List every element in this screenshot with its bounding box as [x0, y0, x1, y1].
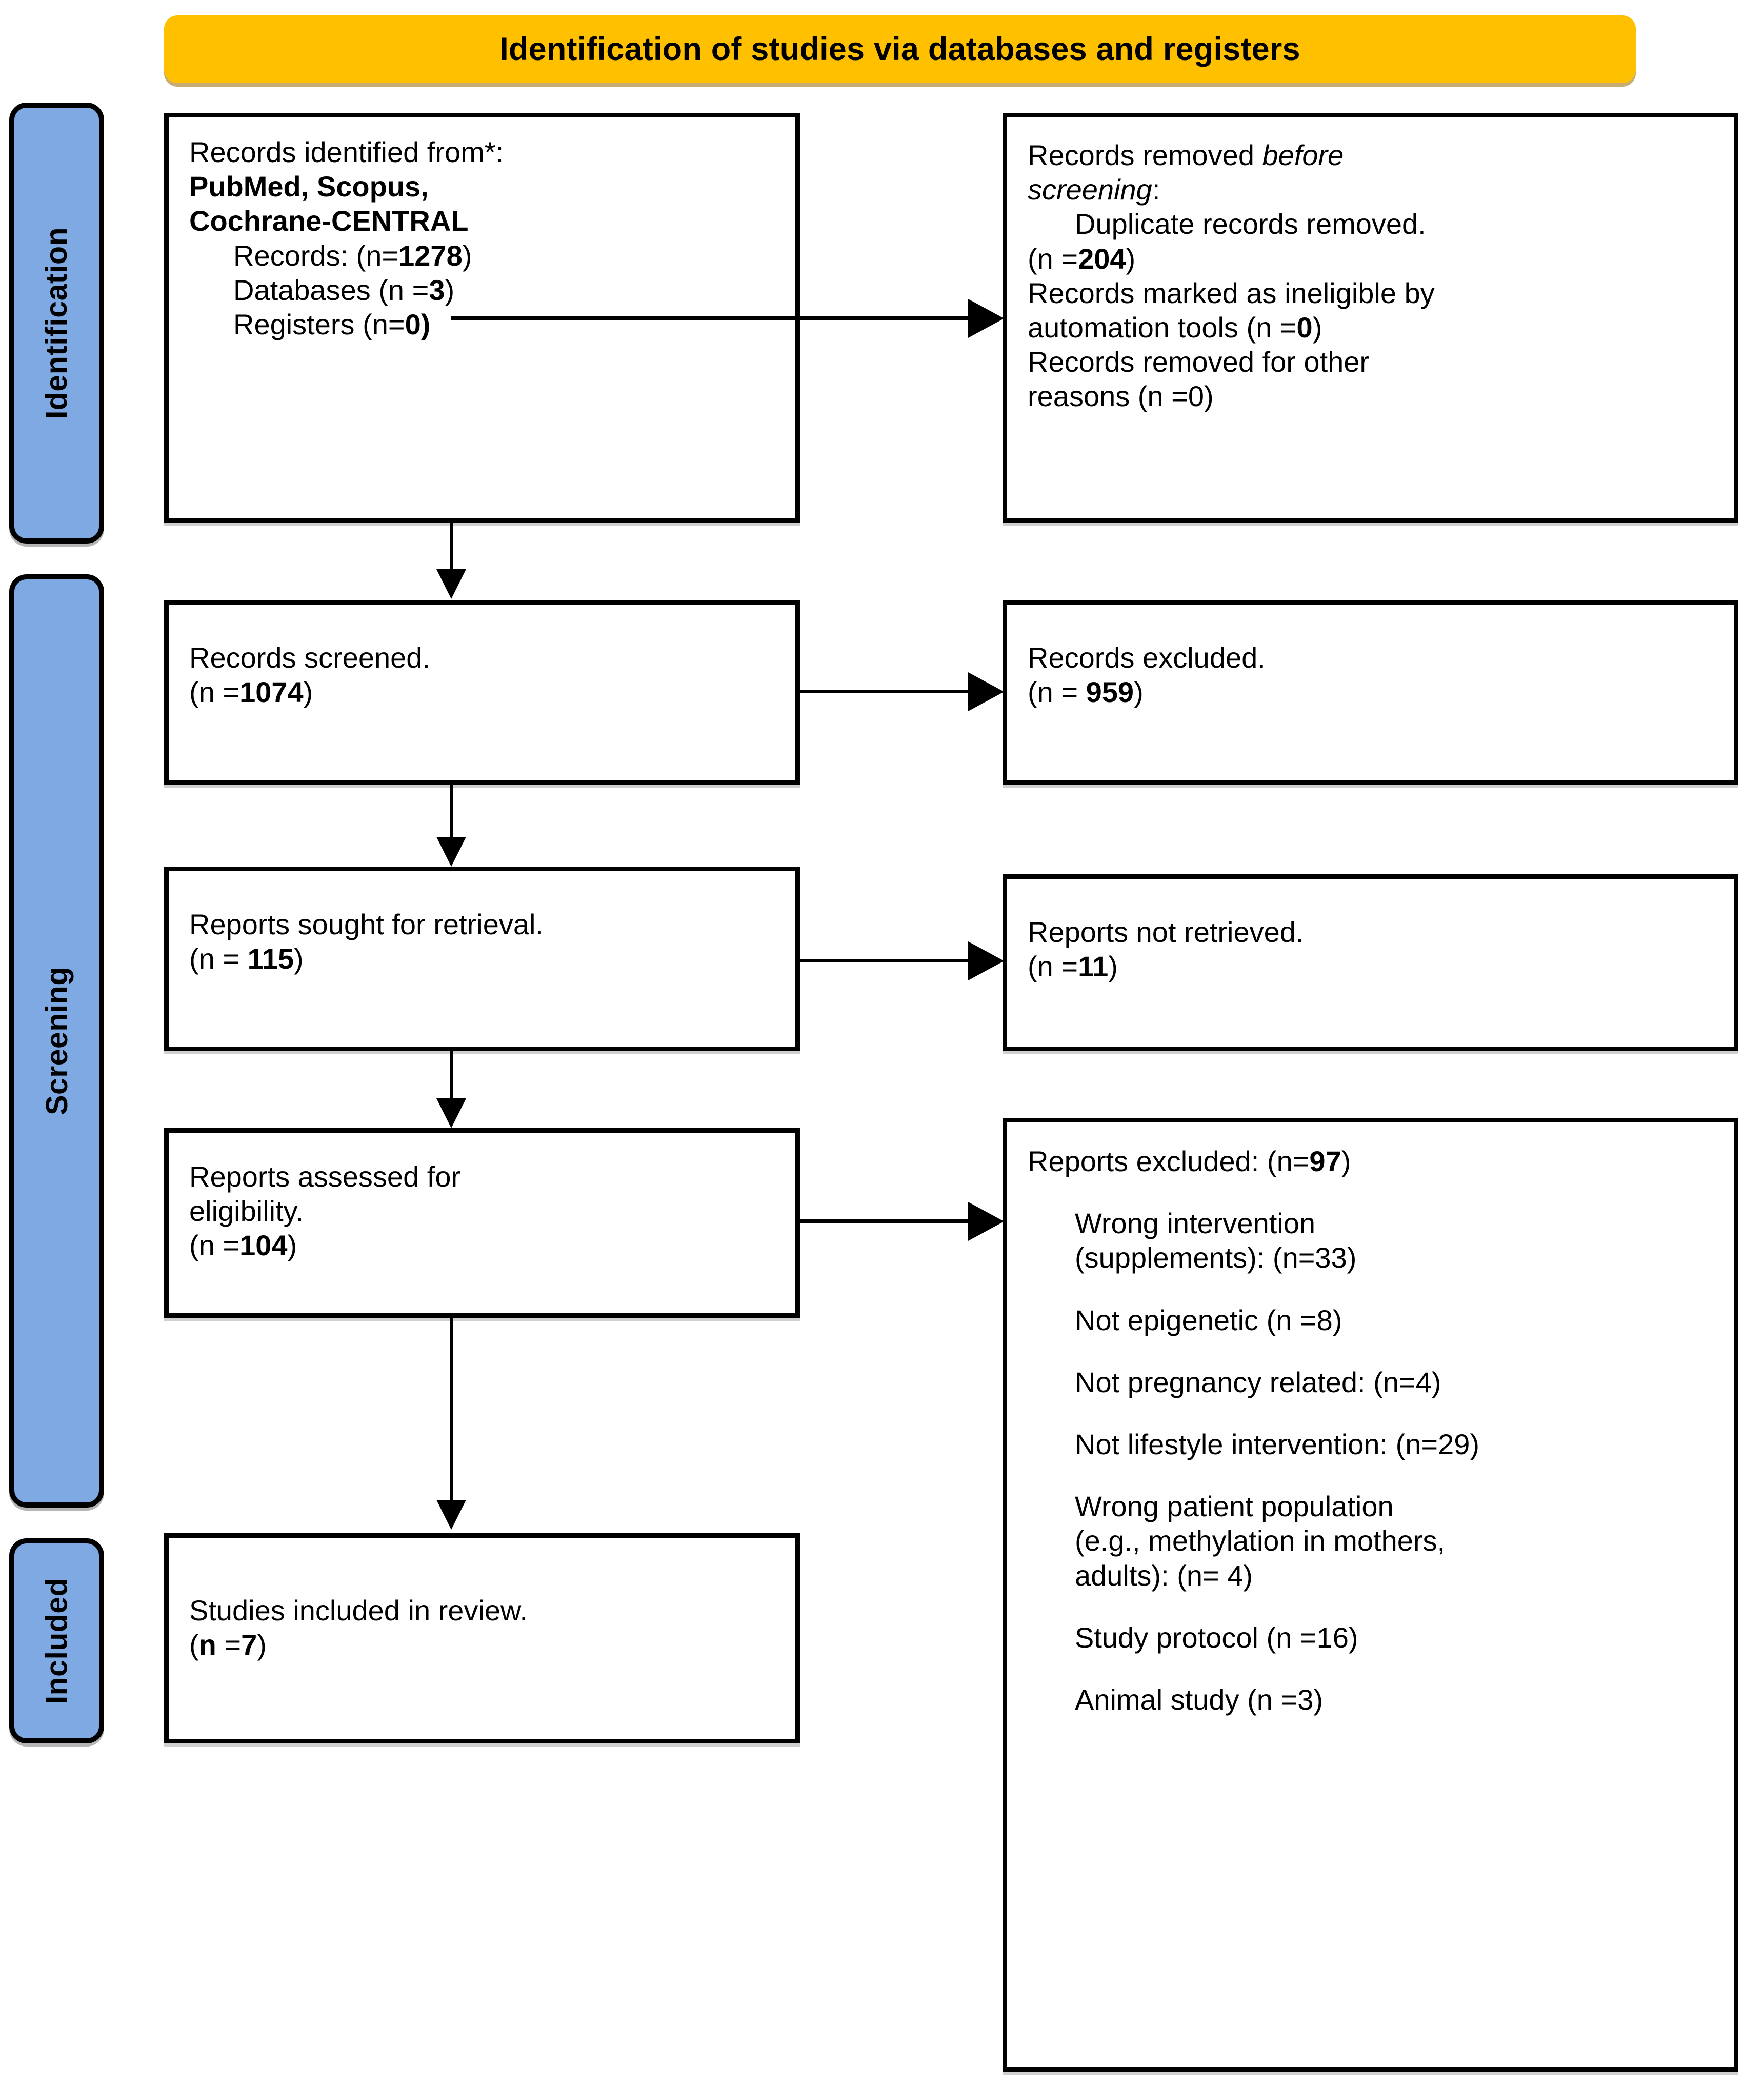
databases-count-value: 3	[429, 273, 445, 306]
exclusion-reason-item: Not epigenetic (n =8)	[1075, 1303, 1342, 1336]
registers-count-value: 0)	[405, 308, 431, 340]
connector-assessed-to-included	[450, 1318, 453, 1502]
stage-label-included: Included	[9, 1538, 104, 1743]
databases-count-label: Databases (n =	[233, 273, 429, 306]
duplicate-records-label: Duplicate records removed.	[1075, 208, 1426, 240]
connector-identified-to-screened	[450, 523, 453, 574]
records-removed-screening-em: screening	[1028, 173, 1152, 206]
reports-assessed-value: 104	[239, 1229, 288, 1262]
reports-assessed-line-2: eligibility.	[189, 1195, 304, 1228]
removed-other-line-1: Records removed for other	[1028, 346, 1370, 378]
reports-not-retrieved-value: 11	[1078, 950, 1109, 983]
studies-included-paren-open: (	[189, 1629, 199, 1661]
exclusion-reason-item: Study protocol (n =16)	[1075, 1621, 1358, 1654]
reports-assessed-n-post: )	[287, 1229, 297, 1262]
ineligible-automation-line-1: Records marked as ineligible by	[1028, 276, 1435, 309]
exclusion-reason-item: Wrong patient population	[1075, 1490, 1394, 1523]
box-reports-sought: Reports sought for retrieval. (n = 115)	[164, 867, 800, 1051]
stage-label-screening: Screening	[9, 574, 104, 1508]
studies-included-label: Studies included in review.	[189, 1594, 528, 1627]
records-excluded-value: 959	[1086, 676, 1134, 709]
connector-screened-to-excluded	[800, 690, 969, 693]
stage-label-included-text: Included	[39, 1577, 74, 1704]
reports-sought-label: Reports sought for retrieval.	[189, 908, 544, 940]
connector-sought-to-notretrieved	[800, 959, 969, 962]
studies-included-eq: =	[216, 1629, 242, 1661]
duplicate-records-value: 204	[1078, 242, 1126, 275]
box-studies-included: Studies included in review. (n =7)	[164, 1533, 800, 1743]
exclusion-reason-item: Not pregnancy related: (n=4)	[1075, 1366, 1441, 1398]
records-screened-value: 1074	[239, 676, 304, 709]
box-reports-assessed: Reports assessed for eligibility. (n =10…	[164, 1128, 800, 1318]
connector-screened-to-sought	[450, 785, 453, 846]
reports-sought-value: 115	[247, 942, 294, 975]
reports-excluded-heading-pre: Reports excluded: (n=	[1028, 1145, 1310, 1177]
reports-sought-n-post: )	[293, 942, 304, 975]
reports-not-retrieved-n-post: )	[1108, 950, 1118, 983]
duplicate-records-n-post: )	[1126, 242, 1136, 275]
diagram-header-banner: Identification of studies via databases …	[164, 15, 1636, 83]
records-excluded-n-post: )	[1134, 676, 1144, 709]
exclusion-reason-item: adults): (n= 4)	[1075, 1559, 1253, 1592]
arrowhead-sought-to-notretrieved	[968, 941, 1004, 980]
records-count-value: 1278	[398, 239, 463, 272]
records-excluded-label: Records excluded.	[1028, 641, 1266, 674]
records-identified-line-1: Records identified from*:	[189, 136, 504, 168]
exclusion-reason-item: (e.g., methylation in mothers,	[1075, 1524, 1446, 1557]
records-identified-line-2: PubMed, Scopus,	[189, 170, 429, 203]
exclusion-reason-item: Wrong intervention	[1075, 1207, 1315, 1240]
stage-label-identification: Identification	[9, 103, 104, 544]
box-records-excluded: Records excluded. (n = 959)	[1003, 600, 1738, 785]
arrowhead-assessed-to-included	[436, 1500, 466, 1530]
records-excluded-n-pre: (n =	[1028, 676, 1086, 709]
box-reports-excluded-reasons: Reports excluded: (n=97) Wrong intervent…	[1003, 1118, 1738, 2072]
records-screened-n-post: )	[303, 676, 313, 709]
records-screened-label: Records screened.	[189, 641, 431, 674]
exclusion-reason-item: Not lifestyle intervention: (n=29)	[1075, 1428, 1480, 1460]
reports-sought-n-pre: (n =	[189, 942, 248, 975]
arrowhead-identified-to-screened	[436, 569, 466, 599]
ineligible-automation-value: 0	[1296, 311, 1313, 344]
ineligible-automation-post: )	[1312, 311, 1322, 344]
arrowhead-screened-to-sought	[436, 837, 466, 867]
records-count-label: Records: (n=	[233, 239, 399, 272]
records-identified-line-3: Cochrane-CENTRAL	[189, 205, 469, 237]
arrowhead-assessed-to-reportsexcluded	[968, 1202, 1004, 1241]
exclusion-reason-item: (supplements): (n=33)	[1075, 1241, 1357, 1274]
reports-not-retrieved-label: Reports not retrieved.	[1028, 916, 1304, 948]
records-removed-line-1: Records removed	[1028, 139, 1262, 171]
reports-assessed-n-pre: (n =	[189, 1229, 240, 1262]
reports-excluded-heading-value: 97	[1309, 1145, 1341, 1177]
connector-assessed-to-reportsexcluded	[800, 1219, 969, 1223]
arrowhead-identified-to-removed	[968, 299, 1004, 338]
studies-included-value: 7	[241, 1629, 257, 1661]
records-screened-n-pre: (n =	[189, 676, 240, 709]
connector-sought-to-assessed	[450, 1051, 453, 1108]
ineligible-automation-line-2: automation tools (n =	[1028, 311, 1297, 344]
removed-other-line-2: reasons (n =0)	[1028, 380, 1214, 413]
box-reports-not-retrieved: Reports not retrieved. (n =11)	[1003, 874, 1738, 1051]
reports-excluded-heading-post: )	[1341, 1145, 1351, 1177]
stage-label-screening-text: Screening	[39, 967, 74, 1115]
duplicate-records-n-pre: (n =	[1028, 242, 1078, 275]
studies-included-paren-close: )	[257, 1629, 267, 1661]
stage-label-identification-text: Identification	[39, 227, 74, 419]
records-removed-colon: :	[1152, 173, 1160, 206]
connector-identified-to-removed	[451, 316, 969, 320]
databases-count-suffix: )	[445, 273, 455, 306]
registers-count-label: Registers (n=	[233, 308, 405, 340]
box-records-removed: Records removed before screening: Duplic…	[1003, 113, 1738, 523]
page-title: Identification of studies via databases …	[499, 31, 1300, 67]
arrowhead-sought-to-assessed	[436, 1098, 466, 1128]
box-records-screened: Records screened. (n =1074)	[164, 600, 800, 785]
reports-assessed-line-1: Reports assessed for	[189, 1160, 461, 1193]
studies-included-n-letter: n	[198, 1629, 216, 1661]
records-count-suffix: )	[462, 239, 472, 272]
records-removed-before-em: before	[1262, 139, 1344, 171]
exclusion-reason-item: Animal study (n =3)	[1075, 1683, 1323, 1716]
arrowhead-screened-to-excluded	[968, 672, 1004, 711]
reports-not-retrieved-n-pre: (n =	[1028, 950, 1078, 983]
